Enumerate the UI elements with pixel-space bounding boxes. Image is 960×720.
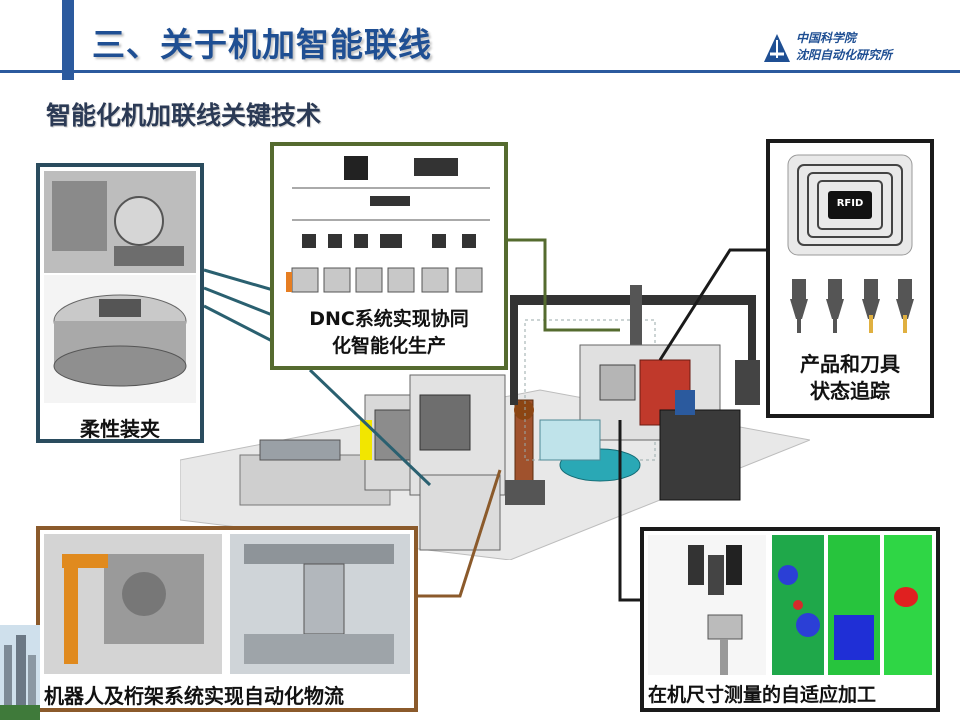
logo-line-1: 中国科学院 [796,31,857,45]
rfid-tag-icon [787,154,913,256]
institute-logo: 中国科学院 沈阳自动化研究所 [762,30,922,68]
rfid-label: 产品和刀具 状态追踪 [770,351,930,405]
dnc-network-diagram [286,156,490,293]
rfid-label-line-2: 状态追踪 [810,379,890,403]
fixture-label: 柔性装夹 [80,417,160,441]
dnc-label-line-1: DNC系统实现协同 [309,308,469,330]
tool-holders-icon [790,279,914,333]
header-divider [0,70,960,73]
rfid-badge-text: RFID [836,198,864,209]
robot-panel: 机器人及桁架系统实现自动化物流 [36,526,418,712]
measurement-images [648,535,932,675]
robot-label: 机器人及桁架系统实现自动化物流 [44,684,344,708]
robot-gantry-photos [44,534,410,674]
dnc-label-line-2: 化智能化生产 [331,335,446,357]
rfid-panel: RFID 产品和刀具 状态追踪 [766,139,934,418]
section-subtitle: 智能化机加联线关键技术 [46,101,322,130]
dnc-panel: DNC系统实现协同 化智能化生产 [270,142,508,370]
logo-emblem-icon [764,34,790,62]
header-accent-bar [62,0,74,80]
logo-line-2: 沈阳自动化研究所 [796,48,893,62]
fixture-photos [44,171,196,403]
city-photo-decoration [0,625,40,720]
measurement-panel: 在机尺寸测量的自适应加工 [640,527,940,712]
logo-text: 中国科学院 沈阳自动化研究所 [796,30,892,64]
page-title: 三、关于机加智能联线 [92,25,432,64]
dnc-label: DNC系统实现协同 化智能化生产 [274,306,504,360]
fixture-panel: 柔性装夹 [36,163,204,443]
measurement-label: 在机尺寸测量的自适应加工 [648,684,877,706]
rfid-label-line-1: 产品和刀具 [800,352,900,376]
